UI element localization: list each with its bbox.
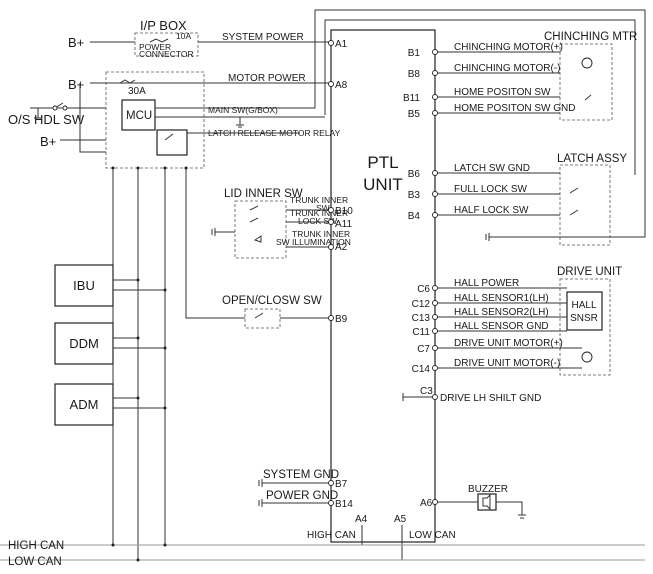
pin-b1: B1 <box>408 48 421 59</box>
ipbox-title: I/P BOX <box>140 18 187 33</box>
ipbox-outline <box>134 32 199 57</box>
fuse-30a: 30A <box>128 86 146 97</box>
ipbox-fuse: 10A <box>176 31 191 41</box>
bplus-label-2: B+ <box>68 77 84 92</box>
ptl-unit-label-2: UNIT <box>363 175 403 194</box>
home-position-sw-gnd: HOME POSITON SW GND <box>454 103 576 114</box>
lid-inner-sw-outline <box>234 200 287 259</box>
chinching-motor-plus: CHINCHING MOTOR(+) <box>454 42 563 53</box>
latch-sw-gnd: LATCH SW GND <box>454 163 530 174</box>
pin-a5: A5 <box>394 514 407 525</box>
main-sw-label: MAIN SW(G/BOX) <box>208 105 278 115</box>
bplus-label-1: B+ <box>68 35 84 50</box>
pin-b8: B8 <box>408 69 421 80</box>
ipbox-connector-2: CONNECTOR <box>139 49 194 59</box>
pin-a6: A6 <box>420 498 433 509</box>
pin-c3: C3 <box>420 386 433 397</box>
ipbox-connector: POWER <box>139 42 171 52</box>
pin-c14: C14 <box>412 364 431 375</box>
pin-b5: B5 <box>408 109 421 120</box>
power-gnd-label: POWER GND <box>266 490 338 502</box>
module-ibu-label: IBU <box>73 278 95 293</box>
hall-sensor-label: HALL <box>571 300 596 311</box>
module-ibu <box>54 264 114 307</box>
trunk-inner-lock: TRUNK INNER <box>290 208 348 218</box>
motor-power-label: MOTOR POWER <box>228 73 306 84</box>
pin-a8: A8 <box>335 80 348 91</box>
hall-power: HALL POWER <box>454 278 519 289</box>
trunk-inner-illum: TRUNK INNER <box>292 229 350 239</box>
module-ddm <box>54 322 114 365</box>
drive-unit-outline <box>559 278 611 376</box>
home-position-sw: HOME POSITON SW <box>454 87 551 98</box>
module-ddm-label: DDM <box>69 336 99 351</box>
pin-a11: A11 <box>335 219 352 230</box>
trunk-inner-sw: TRUNK INNER <box>290 195 348 205</box>
drive-unit-title: DRIVE UNIT <box>557 266 622 278</box>
drive-lh-shilt-gnd: DRIVE LH SHILT GND <box>440 393 541 404</box>
latch-outline <box>559 164 611 246</box>
ptl-unit-label: PTL <box>367 153 398 172</box>
hall-sensor2: HALL SENSOR2(LH) <box>454 307 549 318</box>
pin-b10: B10 <box>335 206 353 217</box>
latch-title: LATCH ASSY <box>557 153 627 165</box>
trunk-inner-sw-2: SW <box>316 203 330 213</box>
chinching-motor-minus: CHINCHING MOTOR(-) <box>454 63 560 74</box>
hall-sensor-label-2: SNSR <box>570 313 598 324</box>
lid-inner-sw-title: LID INNER SW <box>224 188 303 200</box>
hall-sensor-box <box>566 291 603 331</box>
buzzer-label: BUZZER <box>468 484 508 495</box>
half-lock-sw: HALF LOCK SW <box>454 205 529 216</box>
trunk-inner-lock-2: LOCK SW <box>298 216 337 226</box>
pin-b3: B3 <box>408 190 421 201</box>
open-close-sw-outline <box>244 308 281 329</box>
relay-box <box>156 129 188 156</box>
pin-a4: A4 <box>355 514 368 525</box>
pin-b9: B9 <box>335 314 348 325</box>
system-gnd-label: SYSTEM GND <box>263 469 339 481</box>
system-power-label: SYSTEM POWER <box>222 32 304 43</box>
bplus-label-3: B+ <box>40 134 56 149</box>
pin-a1: A1 <box>335 39 348 50</box>
pin-c12: C12 <box>412 299 431 310</box>
pin-b14: B14 <box>335 499 353 510</box>
open-close-sw-title: OPEN/CLOSW SW <box>222 295 322 307</box>
mcu-box <box>121 99 156 131</box>
high-can-label: HIGH CAN <box>8 540 64 552</box>
chinching-title: CHINCHING MTR <box>544 31 637 43</box>
hall-sensor1: HALL SENSOR1(LH) <box>454 293 549 304</box>
pin-c13: C13 <box>412 313 431 324</box>
buzzer-icon <box>477 493 497 511</box>
high-can-label-pin: HIGH CAN <box>307 530 356 541</box>
pin-c7: C7 <box>417 344 430 355</box>
drive-unit-motor-plus: DRIVE UNIT MOTOR(+) <box>454 338 563 349</box>
module-adm <box>54 383 114 426</box>
full-lock-sw: FULL LOCK SW <box>454 184 528 195</box>
module-adm-label: ADM <box>70 397 99 412</box>
pin-b7: B7 <box>335 479 348 490</box>
pin-b6: B6 <box>408 169 421 180</box>
hall-sensor-gnd: HALL SENSOR GND <box>454 321 549 332</box>
trunk-inner-illum-2: SW ILLUMINATION <box>276 237 351 247</box>
low-can-label: LOW CAN <box>8 556 62 568</box>
ptl-unit-box <box>330 29 436 543</box>
low-can-label-pin: LOW CAN <box>409 530 456 541</box>
pin-b4: B4 <box>408 211 421 222</box>
pin-b11: B11 <box>403 93 420 104</box>
chinching-outline <box>559 43 613 121</box>
mcu-label: MCU <box>126 110 152 122</box>
chinching-rows <box>435 51 560 114</box>
mcu-module-outline <box>105 71 205 169</box>
os-hdl-sw-label: O/S HDL SW <box>8 112 85 127</box>
drive-unit-motor-minus: DRIVE UNIT MOTOR(-) <box>454 358 560 369</box>
pin-a2: A2 <box>335 242 348 253</box>
pin-c11: C11 <box>412 327 430 338</box>
pin-c6: C6 <box>417 284 430 295</box>
